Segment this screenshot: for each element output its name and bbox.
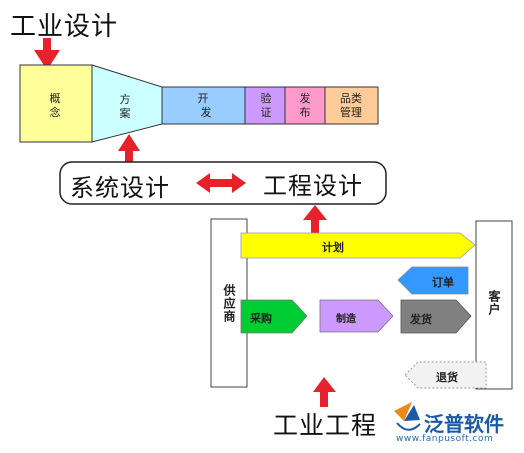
stage-label-scheme: 方 案 xyxy=(110,93,140,121)
stage-category-shape xyxy=(324,86,379,125)
red-arrow-up-plan xyxy=(303,205,327,233)
stage-label-concept-l2: 念 xyxy=(49,106,61,119)
stage-label-publish-l2: 布 xyxy=(299,106,311,119)
customer-bar xyxy=(475,220,513,390)
return-label: 退货 xyxy=(436,371,458,384)
red-arrow-up-bottom xyxy=(313,377,336,407)
purchase-label: 采购 xyxy=(250,312,272,325)
stage-label-category: 品类 管理 xyxy=(331,92,371,120)
stage-label-category-l1: 品类 xyxy=(340,92,362,105)
purchase-arrow xyxy=(240,299,308,334)
stage-label-develop: 开 发 xyxy=(188,92,218,120)
logo-url: www.fanpusoft.com xyxy=(396,434,494,444)
customer-label: 客户 xyxy=(487,290,501,316)
stage-label-develop-l1: 开 xyxy=(197,92,209,105)
double-arrow xyxy=(196,173,246,193)
stage-label-scheme-l2: 案 xyxy=(119,107,131,120)
stage-label-scheme-l1: 方 xyxy=(119,93,131,106)
red-arrow-up-scheme xyxy=(118,134,140,162)
stage-label-concept: 概 念 xyxy=(40,92,70,120)
engineering-design-label: 工程设计 xyxy=(263,172,363,200)
plan-arrow xyxy=(240,232,476,259)
stage-label-category-l2: 管理 xyxy=(340,106,362,119)
supplier-label: 供应商 xyxy=(222,284,236,323)
title-industrial-design: 工业设计 xyxy=(10,12,119,42)
manufacture-label: 制造 xyxy=(336,314,356,325)
stage-label-verify: 验 证 xyxy=(251,92,281,120)
red-arrow-down-top xyxy=(34,38,60,70)
order-label: 订单 xyxy=(432,276,454,289)
stage-label-verify-l2: 证 xyxy=(260,106,272,119)
order-arrow xyxy=(397,266,469,295)
ship-label: 发货 xyxy=(410,313,432,326)
title-industrial-engineering: 工业工程 xyxy=(273,411,378,440)
return-arrow xyxy=(404,361,487,389)
logo-name: 泛普软件 xyxy=(424,412,504,436)
manufacture-arrow xyxy=(319,299,394,333)
logo-mark-icon xyxy=(394,402,421,431)
stage-label-publish-l1: 发 xyxy=(299,92,311,105)
stage-label-publish: 发 布 xyxy=(290,92,320,120)
plan-label: 计划 xyxy=(322,241,344,254)
stage-label-concept-l1: 概 xyxy=(49,92,61,105)
stage-label-develop-l2: 发 xyxy=(200,106,212,119)
system-design-label: 系统设计 xyxy=(70,174,170,202)
ship-arrow xyxy=(400,299,472,334)
stage-develop-shape xyxy=(161,86,246,125)
stage-label-verify-l1: 验 xyxy=(260,92,272,105)
